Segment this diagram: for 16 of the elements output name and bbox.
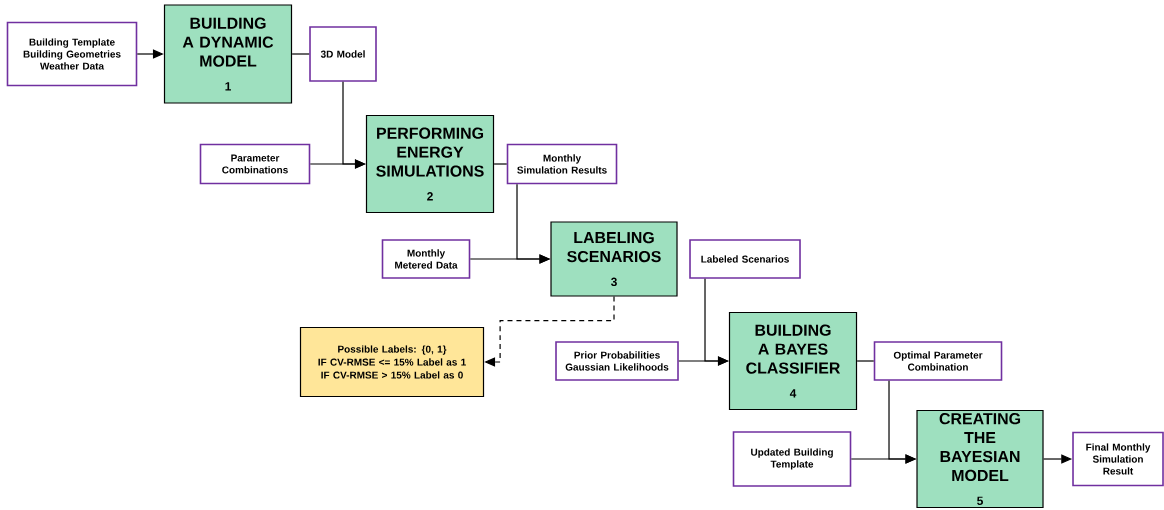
process-box: PERFORMING ENERGY SIMULATIONS 2 bbox=[365, 114, 495, 214]
process-box: BUILDING A BAYES CLASSIFIER 4 bbox=[728, 311, 858, 411]
data-box: Labeled Scenarios bbox=[689, 239, 801, 279]
data-box: 3D Model bbox=[309, 26, 377, 82]
data-box: Updated Building Template bbox=[732, 431, 852, 487]
data-box: Monthly Simulation Results bbox=[506, 143, 618, 185]
data-box: Final Monthly Simulation Result bbox=[1072, 431, 1164, 487]
data-box: Monthly Metered Data bbox=[381, 239, 471, 279]
data-box: Optimal Parameter Combination bbox=[873, 341, 1003, 381]
process-box: BUILDING A DYNAMIC MODEL 1 bbox=[163, 4, 293, 104]
data-box: Building Template Building Geometries Weather Data bbox=[6, 21, 138, 87]
process-box: LABELING SCENARIOS 3 bbox=[550, 221, 678, 297]
note-box: Possible Labels: {0, 1} IF CV-RMSE <= 15% Label as 1 IF CV-RMSE > 15% Label as 0 bbox=[299, 326, 485, 398]
process-box: CREATING THE BAYESIAN MODEL 5 bbox=[916, 409, 1044, 509]
data-box: Parameter Combinations bbox=[199, 143, 311, 185]
data-box: Prior Probabilities Gaussian Likelihoods bbox=[555, 341, 679, 381]
